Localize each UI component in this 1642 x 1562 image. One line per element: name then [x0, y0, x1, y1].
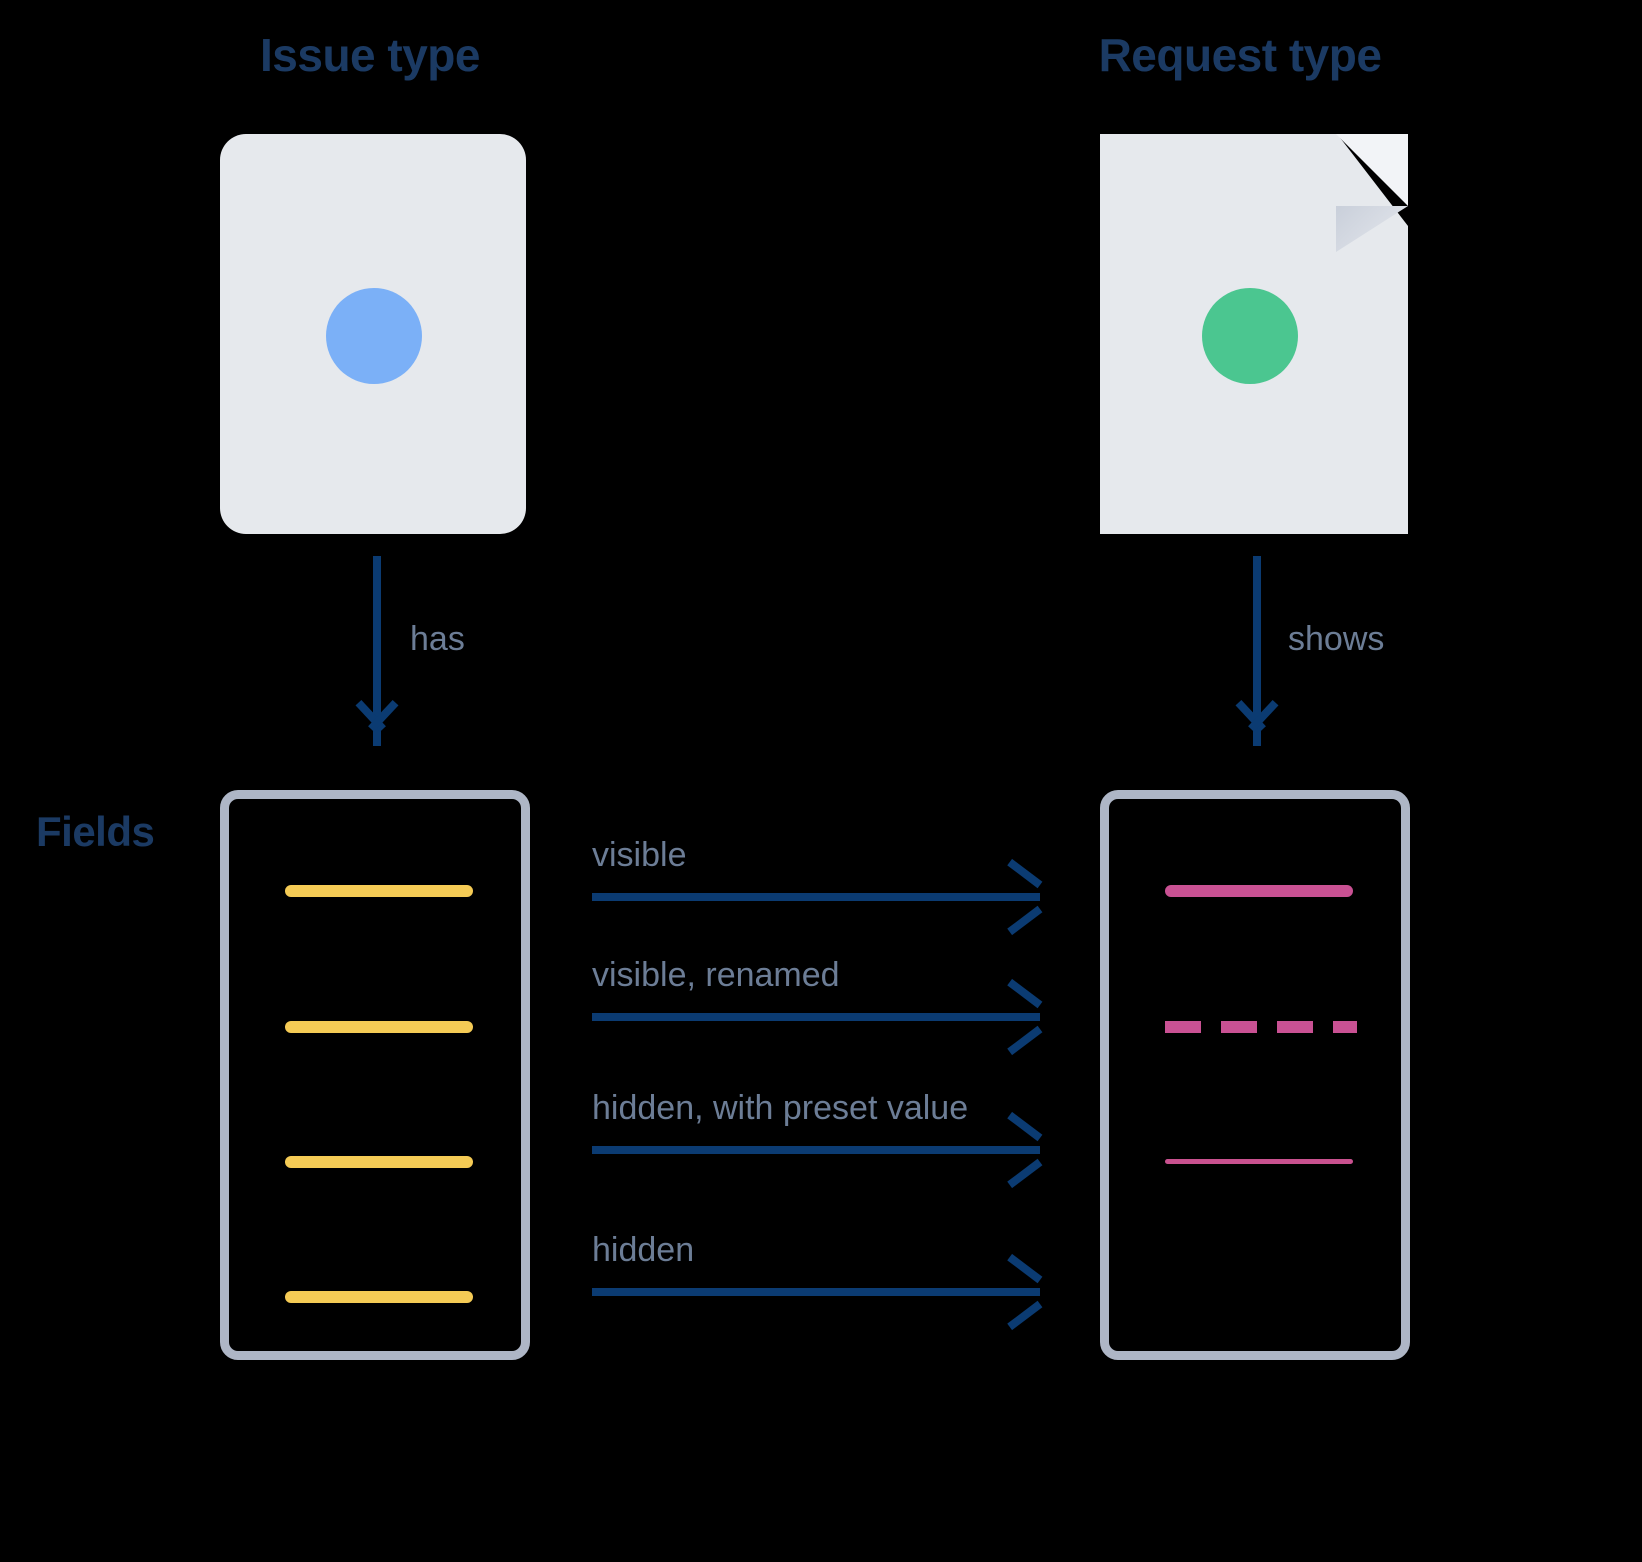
- has-arrow-label: has: [410, 620, 465, 658]
- arrow-head-down-icon: [1231, 699, 1283, 747]
- arrow-shaft: [592, 1146, 1040, 1154]
- issue-field-2: [285, 1021, 473, 1033]
- mapping-label-hidden-preset: hidden, with preset value: [592, 1089, 969, 1127]
- issue-type-title: Issue type: [260, 29, 481, 81]
- request-type-title: Request type: [1098, 29, 1382, 81]
- request-field-3: [1165, 1159, 1353, 1164]
- mapping-arrow-visible: [592, 858, 1043, 936]
- arrow-shaft: [1253, 556, 1261, 746]
- issue-type-fields-box: [220, 790, 530, 1360]
- arrow-head-right-icon: [1002, 1111, 1043, 1189]
- arrow-head-right-icon: [1002, 978, 1043, 1056]
- mapping-arrow-visible-renamed: [592, 978, 1043, 1056]
- issue-field-4: [285, 1291, 473, 1303]
- mapping-arrow-hidden: [592, 1253, 1043, 1331]
- blue-circle-icon: [326, 288, 422, 384]
- fields-label: Fields: [36, 808, 155, 855]
- shows-arrow-label: shows: [1288, 620, 1385, 658]
- mapping-label-hidden: hidden: [592, 1231, 695, 1269]
- request-field-1: [1165, 885, 1353, 897]
- arrow-shaft: [592, 1288, 1040, 1296]
- green-circle-icon: [1202, 288, 1298, 384]
- request-type-fields-box: [1100, 790, 1410, 1360]
- arrow-head-right-icon: [1002, 1253, 1043, 1331]
- mapping-arrow-hidden-preset: [592, 1111, 1043, 1189]
- arrow-head-down-icon: [351, 699, 403, 747]
- arrow-shaft: [592, 893, 1040, 901]
- request-field-2: [1165, 1021, 1357, 1033]
- mapping-label-visible: visible: [592, 836, 687, 874]
- arrow-shaft: [373, 556, 381, 746]
- issue-field-3: [285, 1156, 473, 1168]
- arrow-head-right-icon: [1002, 858, 1043, 936]
- arrow-shaft: [592, 1013, 1040, 1021]
- mapping-label-visible-renamed: visible, renamed: [592, 956, 840, 994]
- issue-field-1: [285, 885, 473, 897]
